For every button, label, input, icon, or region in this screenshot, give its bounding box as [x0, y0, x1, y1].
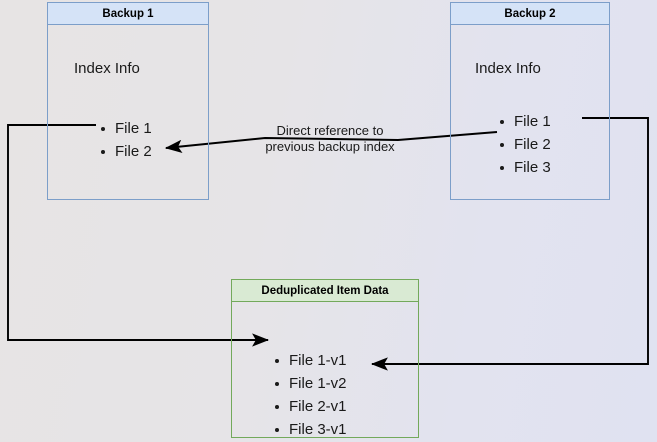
direct-reference-annotation: Direct reference to previous backup inde…	[250, 123, 410, 155]
dedup-title: Deduplicated Item Data	[231, 279, 419, 302]
backup-1-file-list: File 1 File 2	[100, 117, 152, 163]
backup-2-file-list: File 1 File 2 File 3	[499, 110, 551, 179]
backup-2-index-label: Index Info	[475, 60, 541, 77]
backup-1-index-label: Index Info	[74, 60, 140, 77]
annotation-line-2: previous backup index	[265, 139, 395, 154]
list-item: File 2	[100, 140, 152, 163]
list-item: File 2-v1	[274, 395, 347, 418]
backup-1-node[interactable]: Backup 1 Index Info File 1 File 2	[47, 2, 209, 200]
edge-backup2-to-dedup	[370, 117, 649, 371]
backup-2-title: Backup 2	[450, 2, 610, 25]
list-item: File 2	[499, 133, 551, 156]
annotation-line-1: Direct reference to	[276, 123, 384, 138]
backup-1-title: Backup 1	[47, 2, 209, 25]
list-item: File 3-v1	[274, 418, 347, 441]
deduplicated-item-data-node[interactable]: Deduplicated Item Data File 1-v1 File 1-…	[231, 279, 419, 438]
list-item: File 1-v2	[274, 372, 347, 395]
backup-1-body: Index Info File 1 File 2	[47, 25, 209, 200]
list-item: File 3	[499, 156, 551, 179]
dedup-body: File 1-v1 File 1-v2 File 2-v1 File 3-v1	[231, 302, 419, 438]
list-item: File 1	[100, 117, 152, 140]
edge-backup1-to-dedup	[7, 124, 270, 347]
list-item: File 1	[499, 110, 551, 133]
dedup-file-list: File 1-v1 File 1-v2 File 2-v1 File 3-v1	[274, 349, 347, 441]
edge-direct-reference	[164, 131, 498, 154]
backup-2-body: Index Info File 1 File 2 File 3	[450, 25, 610, 200]
backup-2-node[interactable]: Backup 2 Index Info File 1 File 2 File 3	[450, 2, 610, 200]
list-item: File 1-v1	[274, 349, 347, 372]
